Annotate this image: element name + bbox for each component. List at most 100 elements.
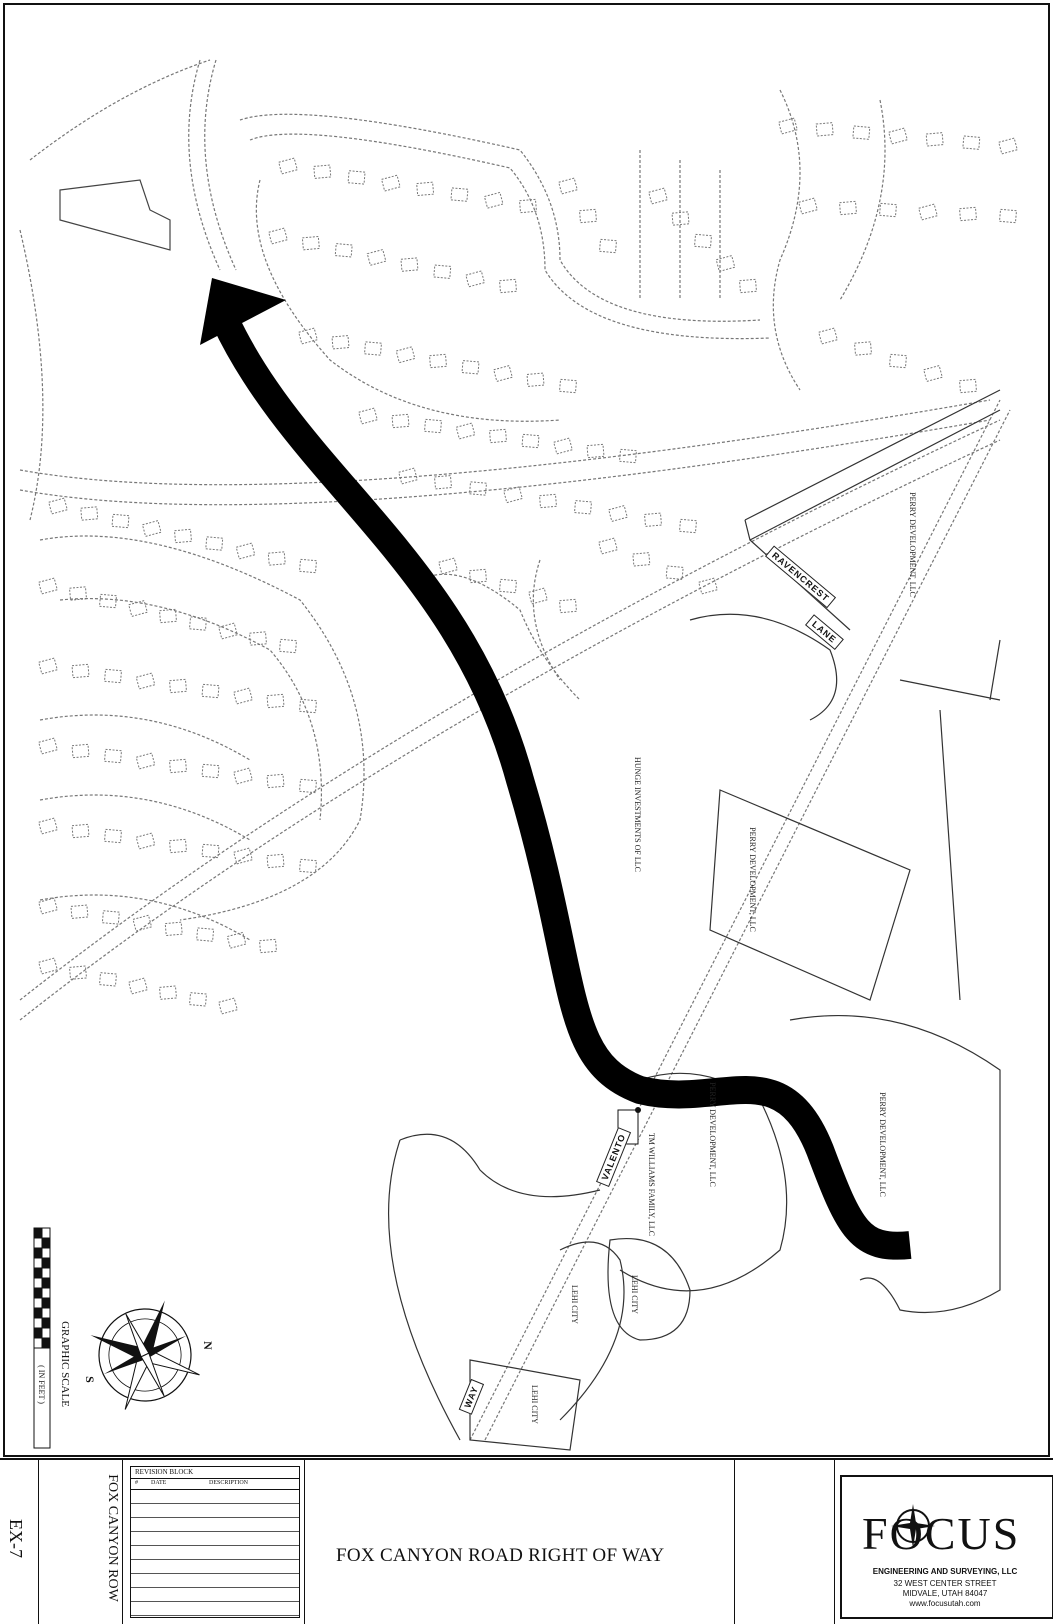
subdivision-linework — [19, 59, 1011, 1451]
lot — [818, 327, 838, 345]
lot — [438, 557, 458, 575]
scale-segment — [33, 1317, 43, 1329]
lot — [483, 191, 504, 209]
lot — [201, 683, 220, 699]
scale-segment — [33, 1247, 43, 1259]
lot — [998, 208, 1018, 224]
parcel-label: LEHI CITY — [569, 1285, 579, 1324]
lot — [278, 638, 298, 654]
lot — [347, 170, 366, 185]
company-address: 32 WEST CENTER STREET — [893, 1579, 997, 1588]
lot — [798, 197, 818, 215]
lot — [815, 122, 834, 137]
revision-row — [131, 1517, 299, 1532]
lot — [235, 542, 256, 560]
lot — [455, 422, 476, 440]
lot — [158, 608, 178, 624]
revision-row — [131, 1573, 299, 1588]
lot — [853, 341, 873, 356]
lot — [168, 678, 188, 694]
lot — [643, 512, 663, 527]
lot — [958, 206, 978, 222]
lot — [70, 904, 89, 919]
lot — [196, 927, 215, 942]
lot — [558, 177, 578, 195]
lot — [488, 428, 508, 444]
lot — [391, 413, 410, 429]
lot — [553, 437, 573, 455]
lot — [852, 125, 871, 140]
lot — [201, 843, 220, 859]
lot — [135, 752, 156, 770]
lot — [416, 181, 435, 197]
lot — [521, 433, 540, 449]
lot — [331, 335, 350, 350]
lot — [878, 202, 898, 218]
lot — [233, 847, 253, 865]
scale-segment — [33, 1327, 43, 1339]
sheet-border — [3, 3, 1050, 1457]
lot — [518, 198, 538, 214]
lot — [128, 977, 148, 995]
lot — [80, 506, 99, 521]
lot — [98, 972, 118, 987]
scale-segment — [41, 1247, 51, 1259]
lot — [48, 497, 68, 515]
lot — [503, 486, 523, 504]
lot — [71, 663, 90, 679]
lot — [267, 551, 286, 566]
lot — [888, 127, 908, 145]
lot — [298, 778, 318, 794]
lot — [164, 921, 183, 937]
site-map — [3, 3, 1050, 1457]
lot — [266, 853, 285, 869]
lot — [398, 467, 418, 485]
north-arrow — [90, 1300, 200, 1410]
lot — [168, 838, 188, 854]
lot — [266, 693, 285, 709]
lot — [450, 187, 469, 202]
scale-segment — [41, 1267, 51, 1279]
lot — [665, 565, 684, 580]
rev-col-date: DATE — [151, 1480, 167, 1486]
revision-row — [131, 1601, 299, 1616]
lot — [298, 698, 318, 714]
lot — [468, 481, 488, 496]
scale-segment — [33, 1287, 43, 1299]
lot — [461, 360, 480, 375]
scale-segment — [41, 1307, 51, 1319]
company-city: MIDVALE, UTAH 84047 — [902, 1589, 988, 1598]
lot — [128, 600, 148, 617]
lot — [498, 278, 518, 294]
graphic-scale-bar — [33, 1227, 51, 1449]
lot — [298, 558, 318, 574]
lot — [141, 520, 162, 537]
lot — [693, 233, 713, 249]
scale-segment — [33, 1227, 43, 1239]
lot — [218, 622, 238, 640]
scale-segment — [33, 1277, 43, 1289]
scale-segment — [41, 1257, 51, 1269]
parcel-label: PERRY DEVELOPMENT, LLC — [877, 1092, 887, 1197]
revision-row — [131, 1559, 299, 1574]
lot — [778, 117, 798, 135]
revision-block: REVISION BLOCK # DATE DESCRIPTION — [130, 1466, 300, 1618]
lot — [233, 687, 253, 705]
lot — [268, 227, 288, 245]
revision-row — [131, 1503, 299, 1518]
lot — [103, 668, 123, 684]
lot — [201, 763, 220, 779]
lot — [366, 248, 387, 266]
lot — [168, 758, 188, 774]
lot — [888, 353, 908, 369]
lot — [188, 616, 208, 631]
scale-segment — [33, 1257, 43, 1269]
parcel-label: PERRY DEVELOPMENT, LLC — [707, 1082, 717, 1187]
parcel-label: PERRY DEVELOPMENT, LLC — [907, 492, 917, 597]
company-website: www.focusutah.com — [909, 1599, 981, 1608]
lot — [838, 200, 858, 216]
tb-blank-cell — [734, 1460, 835, 1624]
lot — [38, 737, 58, 755]
revision-row — [131, 1489, 299, 1504]
